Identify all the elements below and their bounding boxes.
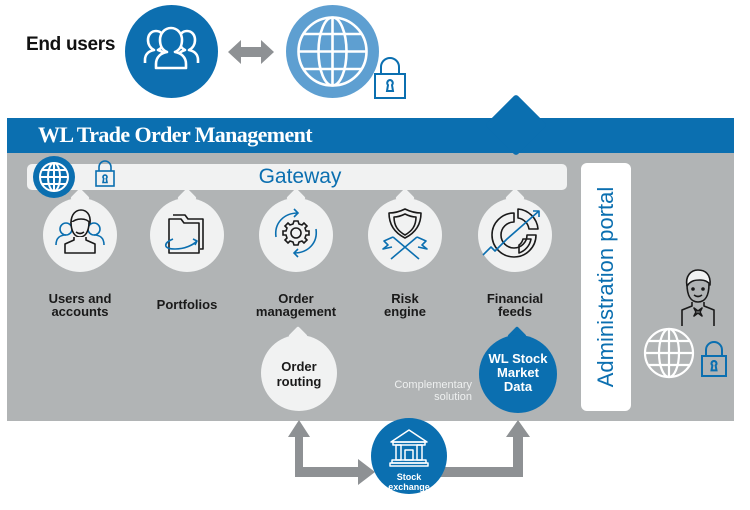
stock-exchange-label: Stock exchange	[371, 472, 447, 492]
stock-exchange-line2: exchange	[371, 482, 447, 492]
bank-building-icon	[387, 426, 431, 470]
arrow-up-to-order-routing	[288, 420, 375, 485]
stock-exchange-line1: Stock	[371, 472, 447, 482]
arrow-up-to-wl-stock	[440, 420, 530, 477]
